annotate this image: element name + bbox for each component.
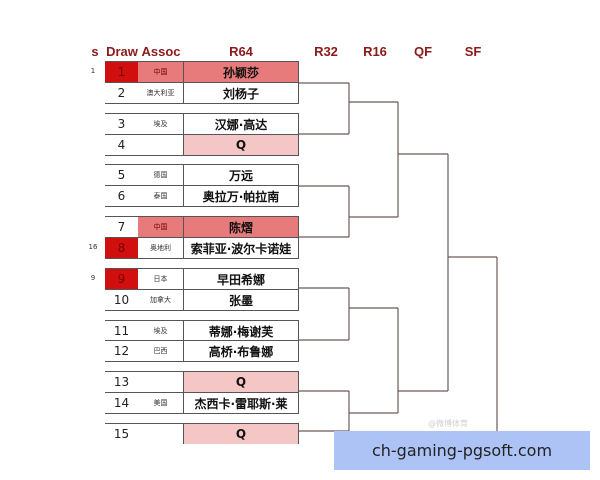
player-name: 汉娜·高达 <box>183 114 299 134</box>
header-qf: QF <box>413 44 433 59</box>
header-seed: s <box>91 44 99 59</box>
player-name: 万远 <box>183 165 299 185</box>
draw-number: 4 <box>117 138 126 152</box>
header-r16: R16 <box>363 44 387 59</box>
player-name: 孙颖莎 <box>183 62 299 82</box>
association: 加拿大 <box>150 296 171 304</box>
player-name: 高桥·布鲁娜 <box>183 341 299 361</box>
header-draw: Draw <box>106 44 138 59</box>
association: 中国 <box>138 62 183 82</box>
draw-row: 2 澳大利亚刘杨子 <box>105 82 299 104</box>
association: 中国 <box>138 217 183 237</box>
draw-number: 11 <box>113 324 130 338</box>
draw-number: 6 <box>117 189 126 203</box>
draw-row: 10 加拿大 张墨 <box>105 289 299 311</box>
draw-number: 15 <box>113 427 130 441</box>
seed-number: 1 <box>90 67 96 75</box>
player-name: Q <box>183 135 299 155</box>
player-name: 索菲亚·波尔卡诺娃 <box>183 238 299 258</box>
draw-number: 12 <box>113 344 130 358</box>
draw-row: 9 日本 早田希娜 <box>105 268 299 289</box>
draw-row: 14 美国 杰西卡·雷耶斯·莱 <box>105 392 299 414</box>
draw-number: 9 <box>105 269 138 289</box>
draw-number: 8 <box>105 238 138 258</box>
player-name: 奥拉万·帕拉南 <box>183 186 299 206</box>
association: 埃及 <box>153 327 168 335</box>
draw-row: 3 埃及 汉娜·高达 <box>105 113 299 134</box>
draw-number: 7 <box>117 220 126 234</box>
association: 泰国 <box>153 192 168 200</box>
player-name: 蒂娜·梅谢芙 <box>183 321 299 341</box>
draw-number: 10 <box>113 293 130 307</box>
association: 奥地利 <box>150 244 171 252</box>
seed-number: 16 <box>88 243 98 251</box>
draw-number: 5 <box>117 168 126 182</box>
player-name: 早田希娜 <box>183 269 299 289</box>
draw-number: 3 <box>117 117 126 131</box>
seed-number: 9 <box>90 274 96 282</box>
player-name: 陈熠 <box>183 217 299 237</box>
header-sf: SF <box>464 44 482 59</box>
draw-row: 7 中国陈熠 <box>105 216 299 237</box>
draw-row: 11 埃及 蒂娜·梅谢芙 <box>105 320 299 341</box>
player-name: 杰西卡·雷耶斯·莱 <box>183 393 299 413</box>
watermark-banner: ch-gaming-pgsoft.com <box>334 431 590 470</box>
draw-row: 12 巴西 高桥·布鲁娜 <box>105 340 299 362</box>
draw-row: 15 Q <box>105 423 299 444</box>
player-name: Q <box>183 372 299 392</box>
draw-row: 6 泰国 奥拉万·帕拉南 <box>105 185 299 207</box>
association: 埃及 <box>153 120 168 128</box>
player-name: 刘杨子 <box>183 83 299 103</box>
association: 澳大利亚 <box>146 89 175 97</box>
draw-number: 14 <box>113 396 130 410</box>
draw-number: 2 <box>117 86 126 100</box>
association: 德国 <box>153 171 168 179</box>
draw-number: 1 <box>105 62 138 82</box>
draw-row: 8 奥地利 索菲亚·波尔卡诺娃 <box>105 237 299 259</box>
header-r64: R64 <box>229 44 253 59</box>
header-assoc: Assoc <box>141 44 181 59</box>
association: 日本 <box>153 275 168 283</box>
header-r32: R32 <box>314 44 338 59</box>
draw-number: 13 <box>113 375 130 389</box>
player-name: 张墨 <box>183 290 299 310</box>
association: 美国 <box>153 399 168 407</box>
association: 巴西 <box>153 347 168 355</box>
draw-row: 5 德国 万远 <box>105 164 299 185</box>
watermark-text: ch-gaming-pgsoft.com <box>371 441 553 460</box>
faint-watermark: @微博体育 <box>428 419 468 428</box>
player-name: Q <box>183 424 299 444</box>
draw-row: 13 Q <box>105 371 299 392</box>
